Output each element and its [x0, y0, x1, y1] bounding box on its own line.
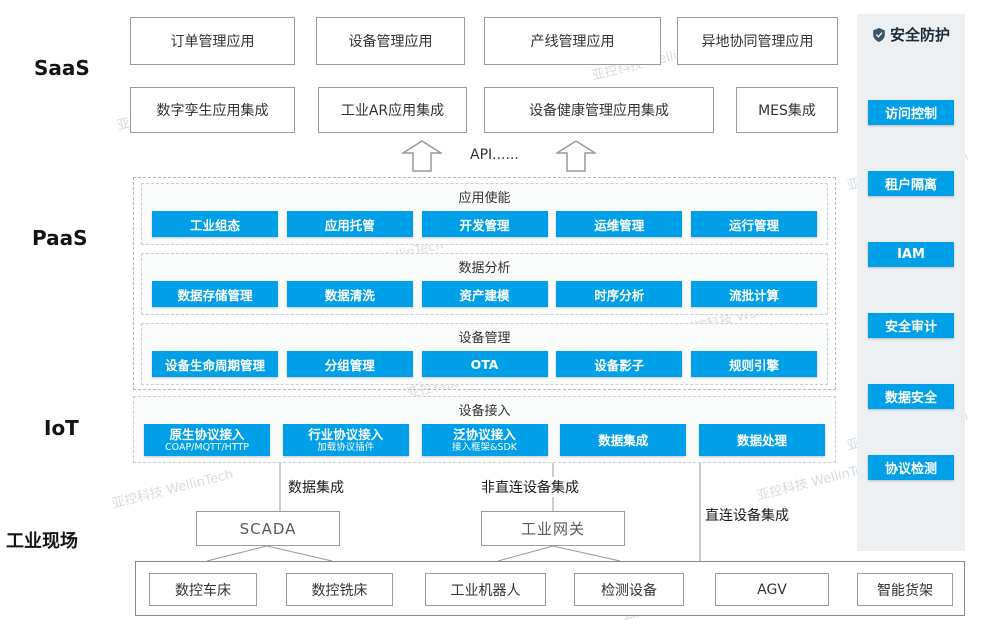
paas-capability-button: 流批计算	[691, 281, 817, 307]
paas-capability-button: 工业组态	[152, 211, 278, 237]
paas-capability-button: 运维管理	[556, 211, 683, 237]
paas-capability-button: OTA	[421, 351, 548, 377]
layer-label-field: 工业现场	[6, 531, 78, 552]
section-title: 应用使能	[458, 191, 511, 206]
iot-access-button: 原生协议接入 COAP/MQTT/HTTP	[144, 424, 270, 456]
device-box: AGV	[715, 573, 829, 606]
security-item-button: 协议检测	[868, 455, 954, 480]
security-item-button: 访问控制	[868, 100, 954, 125]
paas-section-app-enablement: 应用使能 工业组态 应用托管 开发管理 运维管理 运行管理	[141, 183, 828, 245]
paas-capability-button: 数据清洗	[286, 281, 413, 307]
saas-integration-box: 工业AR应用集成	[318, 87, 467, 133]
iot-access-button: 数据集成	[560, 424, 687, 456]
connection-label-indirect-devices: 非直连设备集成	[478, 477, 582, 497]
paas-capability-button: 运行管理	[691, 211, 817, 237]
device-box: 工业机器人	[425, 573, 546, 606]
saas-app-box: 订单管理应用	[130, 17, 295, 65]
paas-capability-button: 设备生命周期管理	[152, 351, 278, 377]
paas-capability-button: 设备影子	[556, 351, 683, 377]
section-title: 设备接入	[458, 404, 511, 419]
up-arrow-icon	[402, 140, 442, 172]
device-box: 检测设备	[574, 573, 684, 606]
saas-app-box: 产线管理应用	[484, 17, 661, 65]
api-label: API......	[470, 147, 519, 163]
saas-app-box: 设备管理应用	[316, 17, 465, 65]
iot-access-label: 数据处理	[736, 432, 787, 448]
iot-access-button: 数据处理	[699, 424, 825, 456]
iot-access-button: 泛协议接入 接入框架&SDK	[421, 424, 548, 456]
connection-label-direct-devices: 直连设备集成	[702, 505, 792, 525]
device-box: 数控车床	[149, 573, 257, 606]
iot-access-sublabel: 接入框架&SDK	[452, 442, 517, 453]
paas-capability-button: 资产建模	[421, 281, 548, 307]
section-title: 数据分析	[458, 261, 511, 276]
security-item-button: 数据安全	[868, 384, 954, 409]
connection-label-data-integration: 数据集成	[285, 477, 347, 497]
iot-access-sublabel: 加载协议插件	[317, 442, 375, 453]
device-box: 数控铣床	[286, 573, 393, 606]
up-arrow-icon	[556, 140, 596, 172]
iot-access-label: 数据集成	[598, 432, 649, 448]
security-item-button: 安全审计	[868, 313, 954, 338]
saas-app-box: 异地协同管理应用	[677, 17, 838, 65]
iot-access-label: 行业协议接入	[308, 427, 384, 442]
paas-capability-button: 时序分析	[556, 281, 683, 307]
device-box: 智能货架	[857, 573, 953, 606]
layer-label-saas: SaaS	[34, 56, 90, 80]
section-title: 设备管理	[458, 331, 511, 346]
layer-label-paas: PaaS	[32, 226, 88, 250]
paas-capability-button: 开发管理	[421, 211, 548, 237]
security-item-button: IAM	[868, 242, 954, 267]
paas-section-device-management: 设备管理 设备生命周期管理 分组管理 OTA 设备影子 规则引擎	[141, 323, 828, 385]
layer-label-iot: IoT	[44, 416, 79, 440]
iot-section-device-access: 设备接入 原生协议接入 COAP/MQTT/HTTP 行业协议接入 加载协议插件…	[133, 396, 836, 463]
shield-icon	[873, 27, 885, 42]
paas-capability-button: 应用托管	[286, 211, 413, 237]
saas-integration-box: 设备健康管理应用集成	[484, 87, 714, 133]
iot-access-label: 泛协议接入	[453, 427, 516, 442]
paas-section-data-analysis: 数据分析 数据存储管理 数据清洗 资产建模 时序分析 流批计算	[141, 253, 828, 315]
watermark: 亚控科技 WellinTech	[110, 467, 235, 512]
paas-capability-button: 数据存储管理	[152, 281, 278, 307]
paas-capability-button: 分组管理	[286, 351, 413, 377]
field-devices-container: 数控车床 数控铣床 工业机器人 检测设备 AGV 智能货架	[135, 561, 965, 616]
saas-integration-box: MES集成	[736, 87, 838, 133]
iot-access-label: 原生协议接入	[169, 427, 245, 442]
paas-container	[133, 177, 836, 390]
security-item-button: 租户隔离	[868, 171, 954, 196]
industrial-gateway-box: 工业网关	[481, 511, 625, 546]
iot-access-sublabel: COAP/MQTT/HTTP	[165, 442, 249, 453]
paas-capability-button: 规则引擎	[691, 351, 817, 377]
scada-box: SCADA	[196, 511, 340, 546]
security-panel-title: 安全防护	[889, 26, 950, 44]
security-panel: 安全防护 访问控制 租户隔离 IAM 安全审计 数据安全 协议检测	[857, 14, 965, 551]
saas-integration-box: 数字孪生应用集成	[130, 87, 295, 133]
iot-access-button: 行业协议接入 加载协议插件	[282, 424, 409, 456]
